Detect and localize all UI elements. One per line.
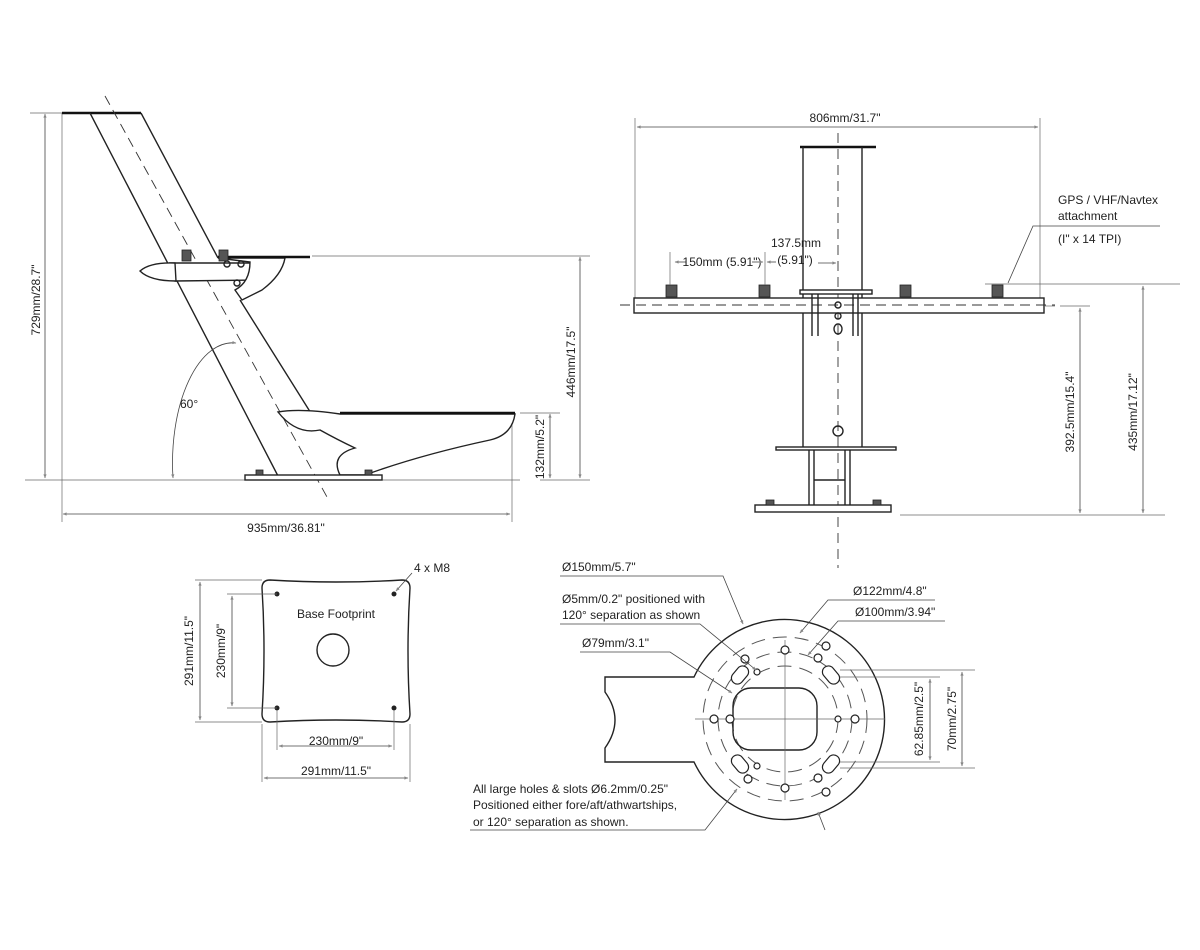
height-platform-label: 446mm/17.5" (564, 327, 578, 398)
bolt-hole (391, 591, 397, 597)
antenna-mount-2 (758, 284, 771, 298)
inner-h-label: 230mm/9" (309, 734, 363, 748)
dim-62-label: 62.85mm/2.5" (912, 682, 926, 756)
center-hole (316, 633, 350, 667)
attachment-label: GPS / VHF/Navtex (1058, 193, 1158, 207)
attachment-leader (1007, 225, 1160, 284)
angle-label: 60° (180, 397, 198, 411)
d5-label: Ø5mm/0.2" positioned with (562, 592, 705, 606)
inner-v-label: 230mm/9" (214, 624, 228, 678)
outer-v-label: 291mm/11.5" (182, 616, 196, 686)
bolt-hole (391, 705, 397, 711)
height-total-label: 729mm/28.7" (29, 265, 43, 336)
bracket-plate (799, 289, 873, 295)
attachment-thread-label: (I" x 14 TPI) (1058, 232, 1121, 246)
antenna-mount-1 (665, 284, 678, 298)
nose-cone (138, 262, 177, 282)
width-total-label: 806mm/31.7" (810, 111, 881, 125)
height-foot-label: 132mm/5.2" (533, 415, 547, 479)
base-footprint: Base Footprint 4 x M8 291mm/11.5" 230mm/… (182, 561, 450, 782)
mounting-holes (709, 641, 860, 797)
front-base-plate (754, 504, 892, 513)
d79-label: Ø79mm/3.1" (582, 636, 649, 650)
antenna-mount-1 (181, 249, 192, 262)
length-total-label: 935mm/36.81" (247, 521, 325, 535)
front-view: 806mm/31.7" 150mm (5.91") 137.5mm (5.91"… (620, 111, 1180, 568)
lower-foot (276, 409, 516, 476)
note-line-2: Positioned either fore/aft/athwartships, (473, 798, 677, 812)
dim-70-label: 70mm/2.75" (945, 687, 959, 751)
plate-outline (604, 618, 886, 821)
note-line-1: All large holes & slots Ø6.2mm/0.25" (473, 782, 668, 796)
angle-arc (171, 341, 237, 479)
spacing-inner-in-label: (5.91") (777, 253, 813, 267)
note-line-3: or 120° separation as shown. (473, 815, 629, 829)
antenna-mount-3 (899, 284, 912, 298)
spacing-outer-label: 150mm (5.91") (683, 255, 762, 269)
d100-label: Ø100mm/3.94" (855, 605, 935, 619)
attachment-label-2: attachment (1058, 209, 1118, 223)
crossbar (633, 297, 1045, 314)
bolts-label: 4 x M8 (414, 561, 450, 575)
height-bar-label: 392.5mm/15.4" (1063, 372, 1077, 453)
d122-label: Ø122mm/4.8" (853, 584, 927, 598)
outer-h-label: 291mm/11.5" (301, 764, 371, 778)
antenna-mount-2 (218, 249, 229, 262)
mast-centerline (104, 95, 328, 498)
platform-bracket (217, 257, 286, 301)
side-view: 60° 729mm/28.7" 446mm/17.5" 132mm/5.2" 9… (25, 95, 590, 535)
footprint-outline (261, 579, 411, 723)
cable-hole (832, 425, 844, 437)
d5-label-2: 120° separation as shown (562, 608, 700, 622)
d150-label: Ø150mm/5.7" (562, 560, 636, 574)
height-mount-label: 435mm/17.12" (1126, 373, 1140, 451)
mast-tube (89, 112, 315, 477)
spacing-inner-mm-label: 137.5mm (771, 236, 821, 250)
mount-plate: Ø150mm/5.7" Ø5mm/0.2" positioned with 12… (470, 560, 975, 831)
antenna-mount-4 (991, 284, 1004, 298)
footprint-title: Base Footprint (297, 607, 376, 621)
front-mast (802, 147, 863, 447)
side-base-plate (244, 474, 383, 481)
lower-plate (775, 446, 897, 451)
